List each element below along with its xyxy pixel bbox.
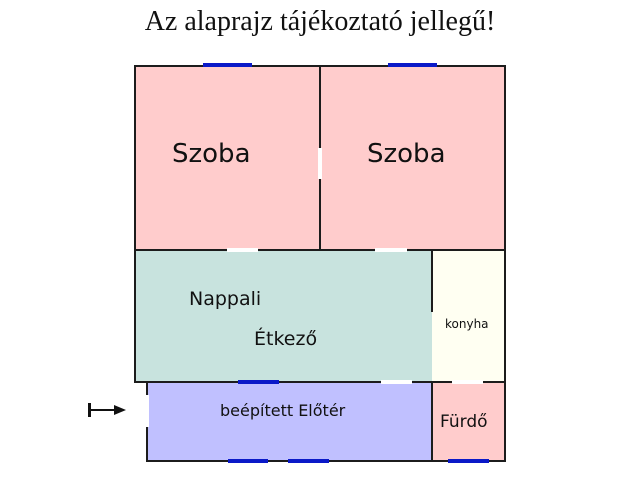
room-label-nappali: Nappali (189, 288, 262, 310)
room-szoba-left: Szoba (134, 66, 321, 251)
wall-nappali-eloter (134, 381, 506, 383)
page-title: Az alaprajz tájékoztató jellegű! (144, 6, 496, 37)
window (238, 380, 279, 384)
room-konyha: konyha (432, 250, 505, 383)
door-konyha-furdo (452, 380, 483, 384)
room-label: beépített Előtér (220, 401, 346, 420)
room-label: Fürdő (440, 412, 488, 432)
window (388, 63, 437, 67)
window (448, 459, 489, 463)
door-nappali-eloter (381, 380, 412, 384)
window (288, 459, 329, 463)
door-entrance (145, 395, 149, 427)
door-szoba-right (375, 248, 407, 252)
room-label: konyha (445, 317, 489, 331)
wall-left-upper (134, 65, 136, 383)
room-szoba-right: Szoba (320, 66, 505, 251)
window (228, 459, 268, 463)
entrance-arrow-icon (88, 401, 128, 419)
door-szoba-left (227, 248, 258, 252)
wall-szoba-nappali (134, 249, 506, 251)
wall-konyha-left (431, 249, 433, 312)
room-label: Szoba (172, 139, 251, 169)
room-eloter: beépített Előtér (146, 382, 433, 461)
room-label-etkezo: Étkező (254, 328, 318, 350)
room-nappali: Nappali Étkező (134, 250, 433, 383)
wall-eloter-furdo (431, 381, 433, 462)
room-furdo: Fürdő (432, 382, 505, 461)
window (203, 63, 252, 67)
room-label: Szoba (367, 139, 446, 169)
wall-right (504, 65, 506, 462)
door-szoba-szoba (318, 148, 322, 179)
